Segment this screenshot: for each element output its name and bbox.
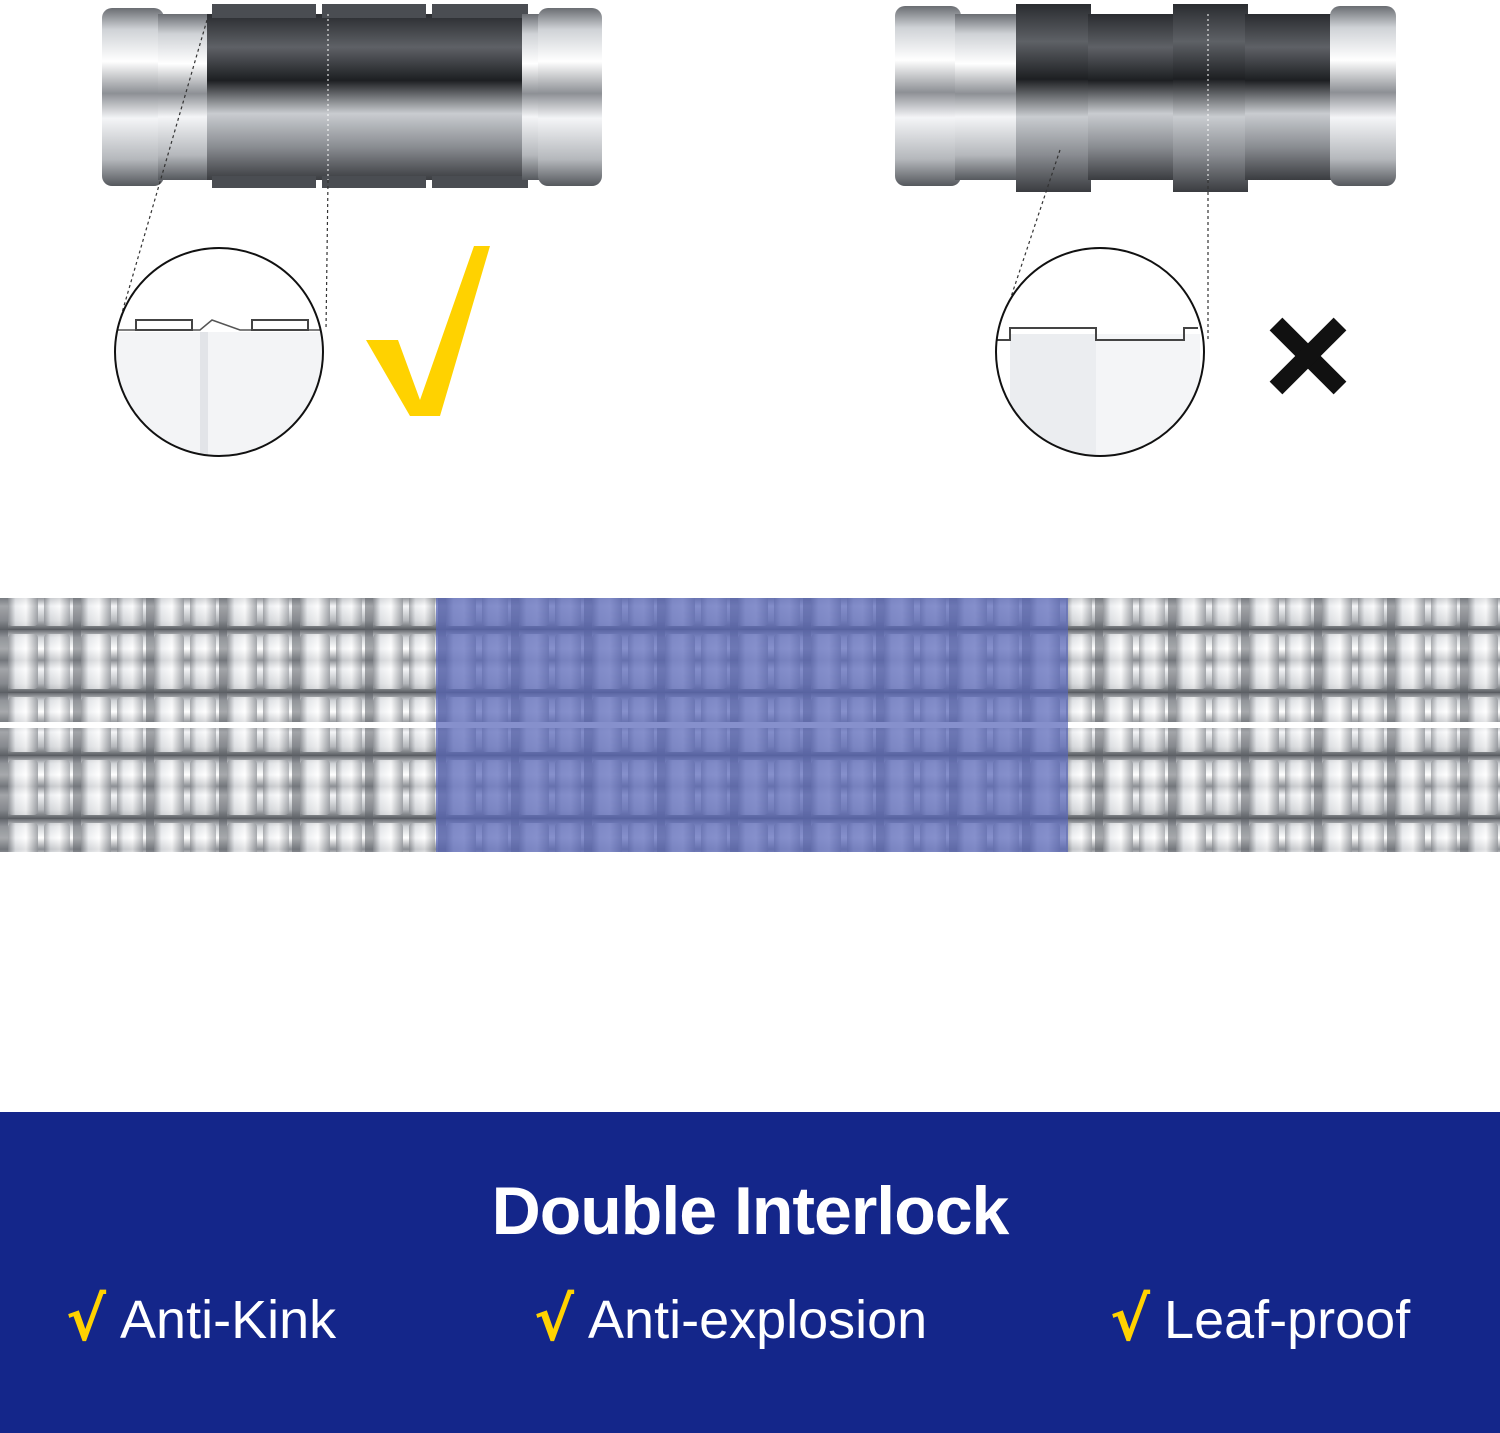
cross-icon: [1269, 317, 1347, 395]
right-connector: [895, 4, 1396, 192]
feature-label: Anti-Kink: [120, 1290, 337, 1350]
check-icon: [366, 246, 490, 416]
hose-illustration: [0, 4, 1500, 852]
feature-anti-kink: √ Anti-Kink: [66, 1280, 336, 1360]
check-icon: √: [1110, 1285, 1151, 1355]
feature-leaf-proof: √ Leaf-proof: [1110, 1280, 1410, 1360]
interlock-highlight: [436, 598, 1068, 852]
left-connector: [102, 4, 602, 188]
check-icon: √: [534, 1285, 575, 1355]
banner-title: Double Interlock: [491, 1173, 1010, 1249]
feature-label: Leaf-proof: [1164, 1290, 1411, 1350]
magnifier-left: [114, 247, 324, 457]
check-icon: √: [66, 1285, 107, 1355]
hose-body: [0, 598, 1500, 852]
magnifier-right: [995, 247, 1205, 457]
feature-anti-explosion: √ Anti-explosion: [534, 1280, 927, 1360]
feature-label: Anti-explosion: [588, 1290, 928, 1350]
feature-banner: Double Interlock √ Anti-Kink √ Anti-expl…: [0, 1112, 1500, 1433]
